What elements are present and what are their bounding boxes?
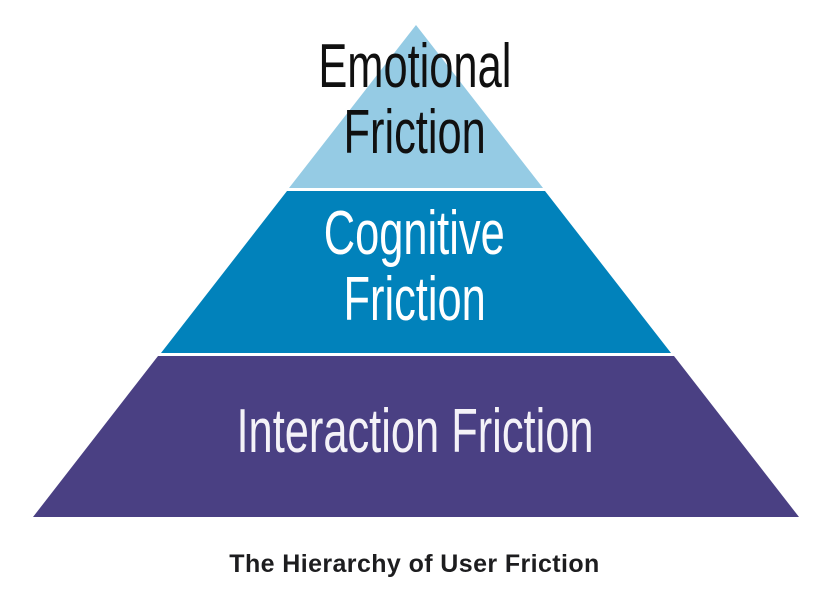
tier-cognitive-label: Cognitive Friction (0, 201, 829, 333)
tier-emotional-label: Emotional Friction (0, 34, 829, 166)
tier-interaction-shape (33, 356, 799, 517)
tier-cognitive-line1: Cognitive (324, 199, 505, 268)
tier-emotional-line1: Emotional (317, 32, 511, 101)
tier-cognitive-shape (161, 191, 671, 353)
tier-interaction-label: Interaction Friction (0, 399, 829, 465)
tier-emotional-line2: Friction (343, 98, 486, 167)
tier-emotional-shape (289, 25, 543, 188)
tier-cognitive-line2: Friction (343, 265, 486, 334)
tier-interaction-line1: Interaction Friction (236, 397, 593, 466)
diagram-caption: The Hierarchy of User Friction (229, 550, 600, 578)
